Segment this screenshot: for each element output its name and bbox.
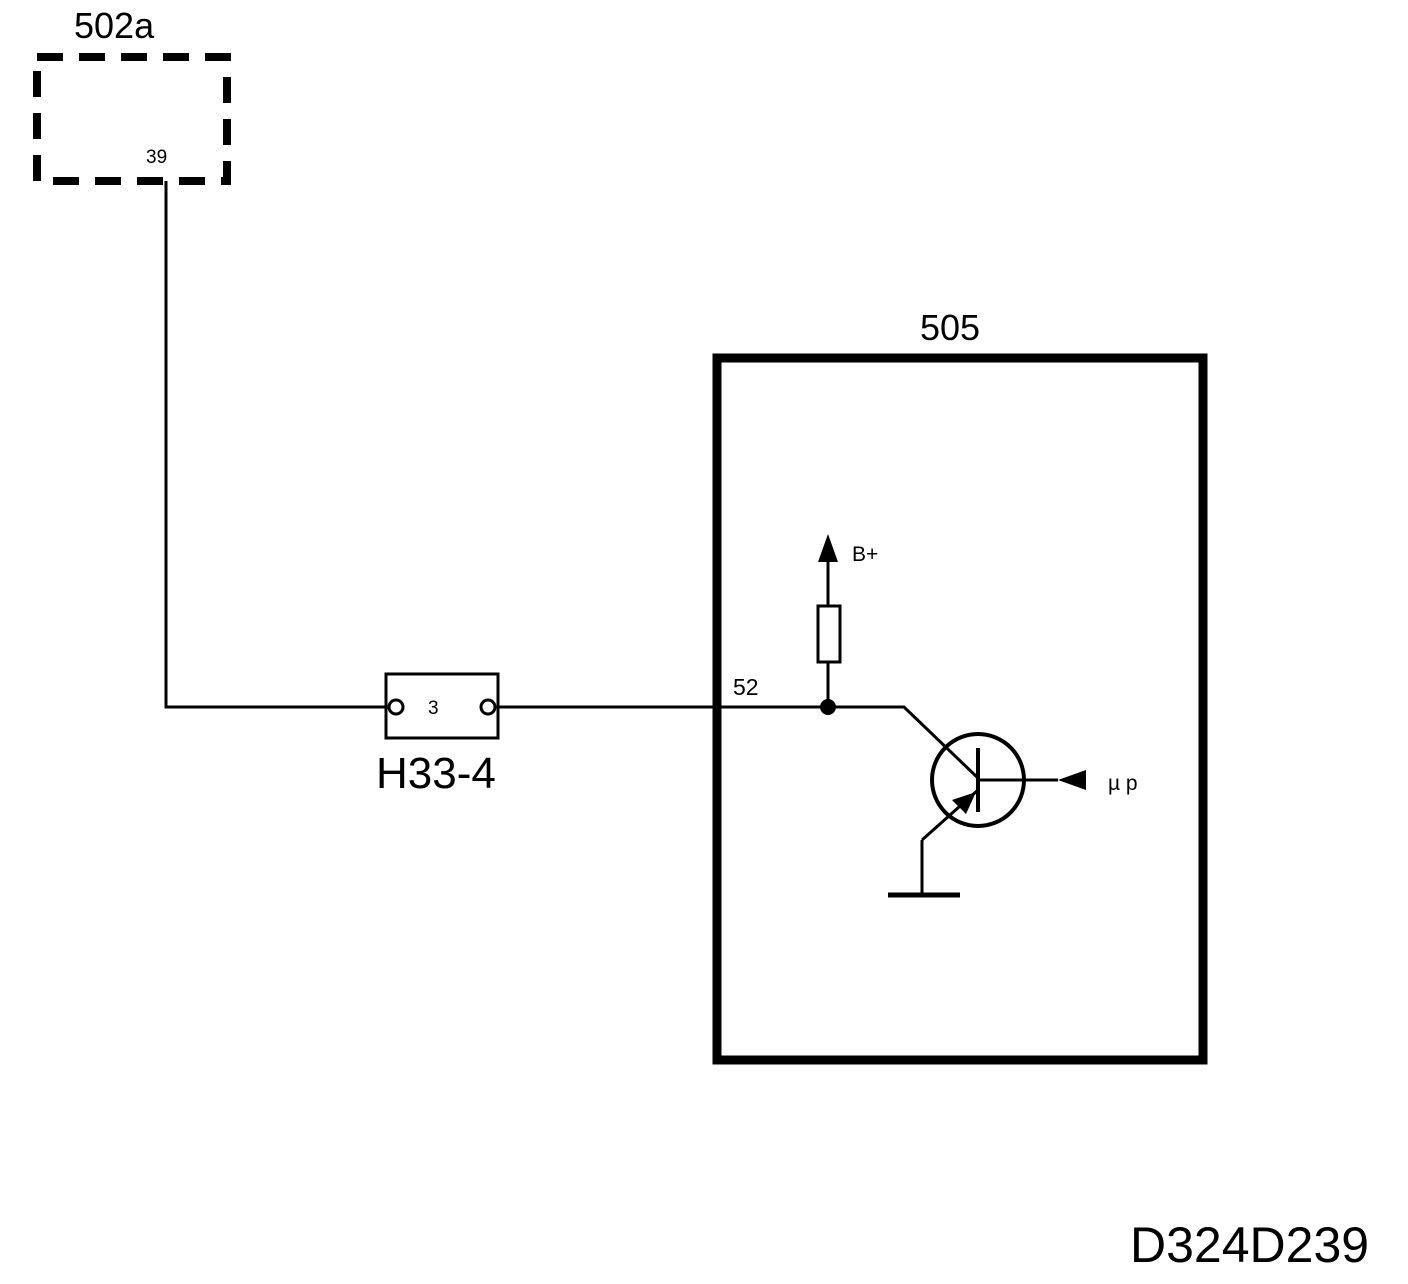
connector-body (384, 672, 500, 740)
ecu-505-pin: 52 (733, 674, 759, 700)
connector-pin-left (387, 698, 405, 716)
diagram-code: D324D239 (1130, 1217, 1369, 1273)
transistor: µ p (888, 732, 1138, 898)
supply-arrow-icon (818, 534, 838, 562)
resistor-body (816, 604, 842, 664)
ecu-505-box (712, 353, 1208, 1065)
connector-pin-number: 3 (428, 698, 439, 719)
micro-input-arrow-icon (1058, 770, 1086, 790)
ecu-502a-label: 502a (74, 5, 155, 46)
ecu-502a-box (33, 53, 231, 185)
pull-up-resistor: B+ (816, 534, 878, 707)
supply-label: B+ (852, 543, 878, 566)
wire-39-to-connector (164, 181, 386, 709)
ecu-505: 505 52 (712, 307, 1208, 1065)
connector-label: H33-4 (376, 749, 496, 798)
micro-label: µ p (1108, 772, 1138, 795)
ecu-502a: 502a 39 (33, 5, 231, 185)
ecu-502a-pin: 39 (146, 147, 167, 168)
connector-h33-4: 3 H33-4 (376, 672, 500, 798)
wire-junction-to-transistor (828, 705, 980, 780)
connector-pin-right (479, 698, 497, 716)
emitter-arrow-icon (952, 792, 976, 814)
ecu-505-label: 505 (920, 307, 980, 348)
